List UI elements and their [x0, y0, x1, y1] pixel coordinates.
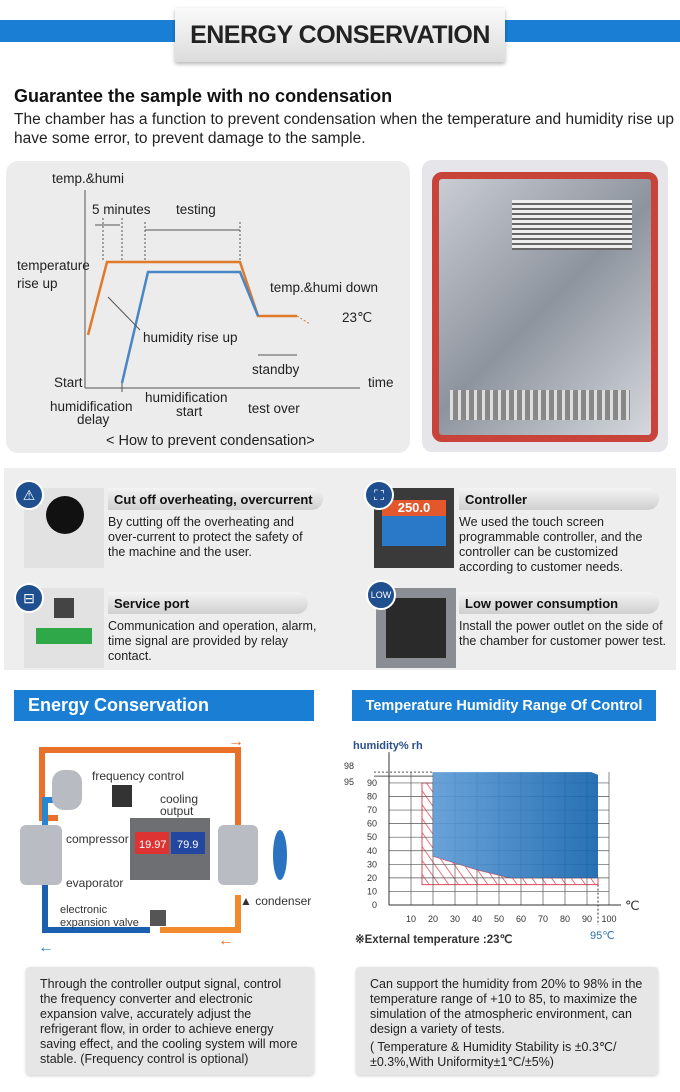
energy-text: Through the controller output signal, co… [40, 977, 298, 1066]
x-tick-label: 100 [601, 914, 616, 924]
refrigeration-diagram: 19.97 79.9 → ← ← frequency control cooli… [20, 733, 311, 956]
x-tick-label: 50 [494, 914, 504, 924]
svg-text:→: → [228, 733, 244, 750]
chamber-interior-photo [422, 160, 668, 452]
condenser-label: ▲ condenser [240, 894, 311, 908]
service-port-image [24, 588, 104, 668]
temp-value-label: 23℃ [342, 310, 372, 325]
cooling-label2: output [160, 804, 194, 818]
range-text-box: Can support the humidity from 20% to 98%… [356, 967, 658, 1075]
testing-label: testing [176, 202, 216, 217]
temp-rise-label2: rise up [17, 276, 58, 291]
range-text: Can support the humidity from 20% to 98%… [370, 977, 643, 1036]
humid-start-label2: start [176, 404, 203, 419]
page-title: ENERGY CONSERVATION [175, 8, 505, 62]
compressor-label: compressor [66, 832, 129, 846]
energy-text-box: Through the controller output signal, co… [26, 967, 314, 1075]
delay-label: humidification [50, 399, 133, 414]
x-tick-label: 80 [560, 914, 570, 924]
svg-text:←: ← [218, 932, 234, 949]
y-tick-label: 80 [367, 792, 377, 802]
humid-start-label: humidification [145, 390, 228, 405]
annotation-external-temp: ※External temperature :23℃ [355, 933, 512, 946]
y-axis-label: humidity% rh [353, 740, 423, 752]
feature-title: Low power consumption [459, 592, 659, 614]
y-tick-label: 60 [367, 819, 377, 829]
frequency-control-label: frequency control [92, 769, 184, 783]
temp-rise-label: temperature [17, 258, 90, 273]
range-stability-text: ( Temperature & Humidity Stability is ±0… [370, 1040, 617, 1069]
intro-text: The chamber has a function to prevent co… [14, 111, 675, 147]
condensation-diagram: temp.&humi 5 minutes testing temperature… [6, 161, 410, 453]
x-tick-label: 40 [472, 914, 482, 924]
feature-desc: By cutting off the overheating and over-… [108, 515, 303, 559]
warning-icon: ⚠ [14, 480, 44, 510]
y-label: temp.&humi [52, 171, 124, 186]
plug-icon: LOW [366, 580, 396, 610]
features-panel: ⚠ Cut off overheating, overcurrent By cu… [4, 468, 676, 670]
feature-desc: Install the power outlet on the side of … [459, 619, 667, 648]
test-over-label: test over [248, 401, 300, 416]
blue-region [433, 772, 598, 878]
x-tick-label: 20 [428, 914, 438, 924]
start-label: Start [54, 375, 83, 390]
x-tick-label: 60 [516, 914, 526, 924]
screen-temp: 19.97 [139, 839, 167, 851]
x-tick-label: 30 [450, 914, 460, 924]
feature-title: Cut off overheating, overcurrent [108, 488, 323, 510]
y-tick-label: 50 [367, 832, 377, 842]
y-tick-label: 95 [344, 777, 354, 787]
y-tick-label: 70 [367, 805, 377, 815]
humidity-rise-label: humidity rise up [143, 330, 238, 345]
valve-label2: expansion valve [60, 917, 139, 929]
svg-text:←: ← [38, 939, 54, 956]
x-tick-label: 70 [538, 914, 548, 924]
controller-screen: 250.0 [382, 500, 446, 546]
diagram-caption: < How to prevent condensation> [106, 433, 315, 449]
y-tick-label: 10 [367, 886, 377, 896]
screen-humi: 79.9 [177, 839, 198, 851]
network-port-icon: ⊟ [14, 583, 44, 613]
five-min-label: 5 minutes [92, 202, 151, 217]
y-tick-label: 98 [344, 761, 354, 771]
range-chart: 10 20 30 40 50 60 70 80 90 100 0 10 20 30 40 50 60 70 80 90… [344, 740, 640, 946]
section-heading: Guarantee the sample with no condensatio… [14, 86, 393, 106]
annotation-95c: 95℃ [590, 930, 615, 942]
time-label: time [368, 375, 394, 390]
y-tick-label: 40 [367, 846, 377, 856]
x-tick-label: 90 [582, 914, 592, 924]
feature-desc: We used the touch screen programmable co… [459, 515, 643, 574]
delay-label2: delay [77, 412, 110, 427]
cooling-label: cooling [160, 792, 198, 806]
x-tick-label: 10 [406, 914, 416, 924]
y-tick-label: 20 [367, 873, 377, 883]
y-tick-label: 30 [367, 859, 377, 869]
evaporator-label: evaporator [66, 876, 123, 890]
feature-title: Controller [459, 488, 659, 510]
range-banner: Temperature Humidity Range Of Control [352, 690, 656, 721]
y-tick-label: 0 [372, 900, 377, 910]
y-tick-label: 90 [367, 778, 377, 788]
feature-title: Service port [108, 592, 308, 614]
valve-label: electronic [60, 904, 108, 916]
low-badge: LOW [370, 590, 392, 600]
feature-desc: Communication and operation, alarm, time… [108, 619, 317, 663]
humi-down-label: temp.&humi down [270, 280, 378, 295]
energy-banner: Energy Conservation [14, 690, 314, 721]
x-axis-label: ℃ [625, 898, 640, 913]
controller-icon: ⛶ [364, 480, 394, 510]
standby-label: standby [252, 362, 300, 377]
